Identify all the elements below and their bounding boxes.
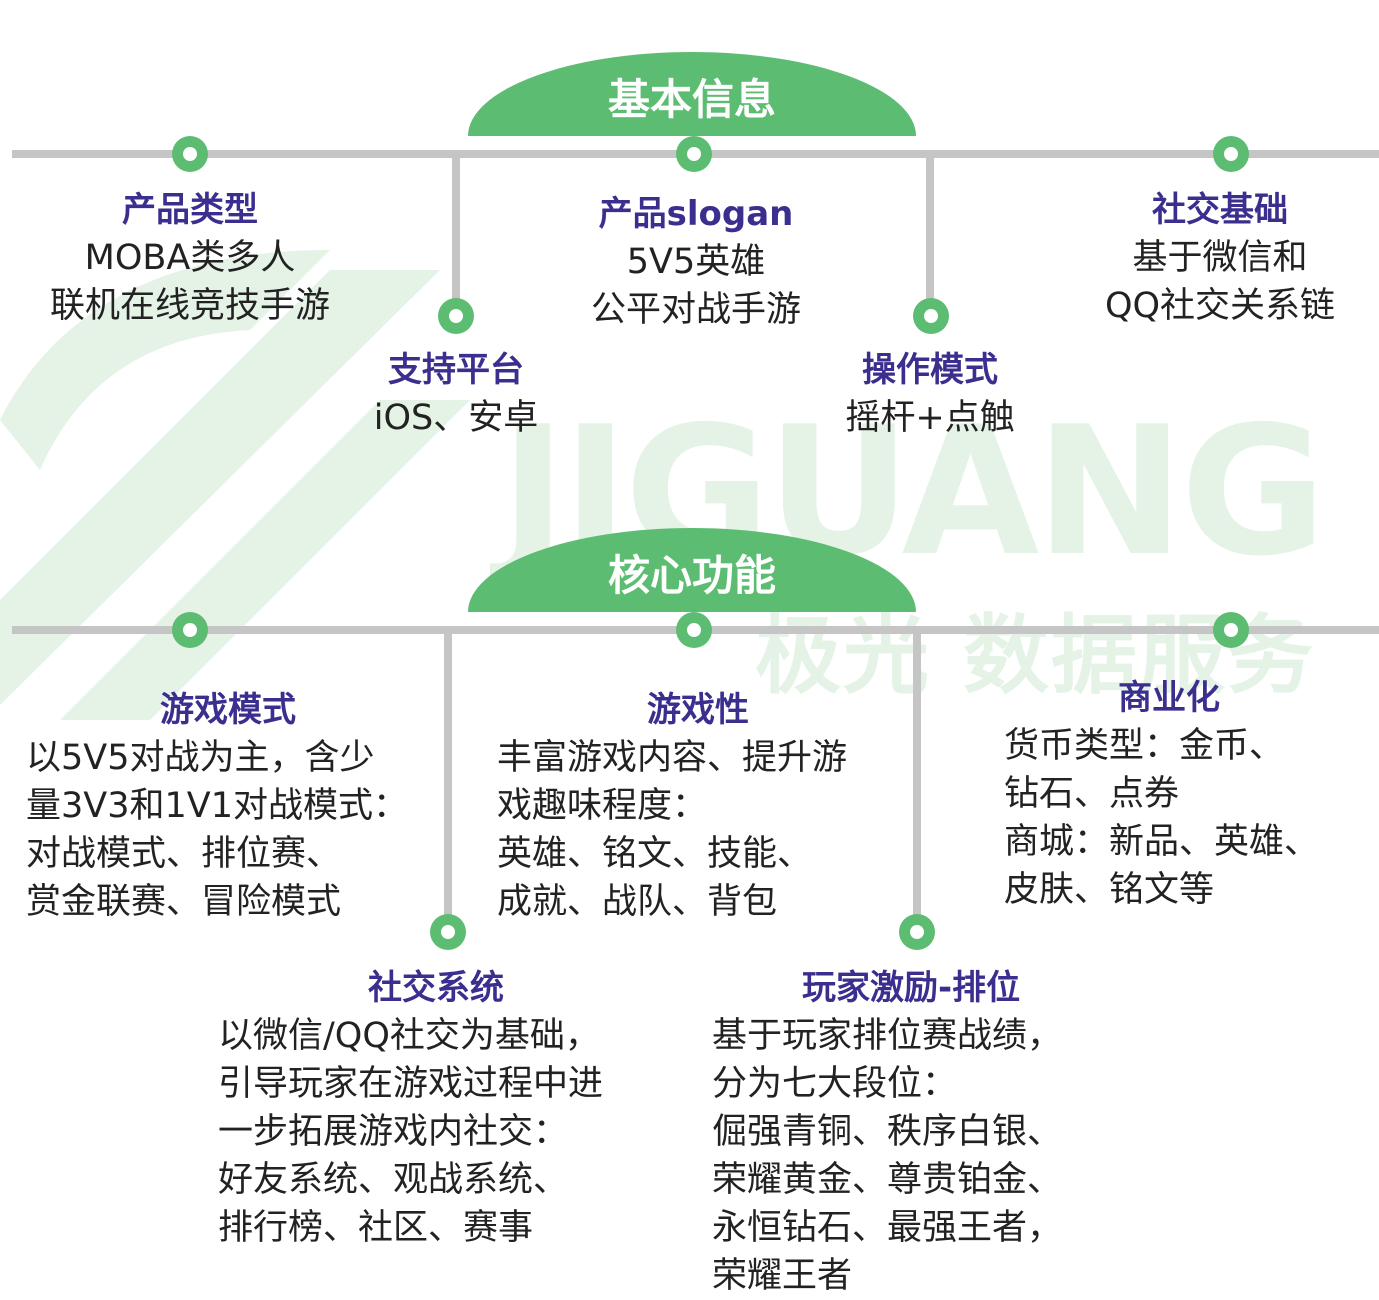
- info-text: iOS、安卓: [373, 398, 539, 438]
- info-text: 摇杆+点触: [845, 398, 1015, 438]
- core-text: 戏趣味程度：: [497, 786, 708, 826]
- core-text: 好友系统、观战系统、: [218, 1160, 569, 1200]
- core-text: 英雄、铭文、技能、: [497, 834, 813, 874]
- info-text: 联机在线竞技手游: [49, 286, 330, 326]
- node-dot-icon: [913, 298, 949, 334]
- node-dot-icon: [676, 136, 712, 172]
- core-text: 一步拓展游戏内社交：: [218, 1112, 569, 1152]
- core-text: 基于玩家排位赛战绩，: [712, 1016, 1063, 1056]
- core-game-mode: 游戏模式 以5V5对战为主，含少 量3V3和1V1对战模式： 对战模式、排位赛、…: [26, 686, 408, 926]
- core-text: 荣耀王者: [712, 1256, 853, 1296]
- core-text: 量3V3和1V1对战模式：: [26, 786, 408, 826]
- core-text: 皮肤、铭文等: [1004, 870, 1215, 910]
- core-text: 货币类型：金币、: [1004, 726, 1285, 766]
- core-text: 分为七大段位：: [712, 1064, 958, 1104]
- info-text: 公平对战手游: [590, 290, 801, 330]
- info-product-type: 产品类型 MOBA类多人 联机在线竞技手游: [0, 186, 380, 330]
- node-dot-icon: [676, 612, 712, 648]
- core-title: 游戏性: [647, 690, 749, 730]
- basic-info-connector: [926, 150, 934, 320]
- node-dot-icon: [172, 136, 208, 172]
- info-control-mode: 操作模式 摇杆+点触: [780, 346, 1080, 442]
- core-title: 游戏模式: [160, 690, 296, 730]
- core-text: 赏金联赛、冒险模式: [26, 882, 342, 922]
- info-slogan: 产品slogan 5V5英雄 公平对战手游: [546, 190, 846, 334]
- node-dot-icon: [1213, 612, 1249, 648]
- info-social-base: 社交基础 基于微信和 QQ社交关系链: [1070, 186, 1370, 330]
- info-platform: 支持平台 iOS、安卓: [306, 346, 606, 442]
- core-text: 引导玩家在游戏过程中进: [218, 1064, 604, 1104]
- node-dot-icon: [899, 914, 935, 950]
- info-title: 社交基础: [1152, 190, 1288, 230]
- info-text: 基于微信和: [1132, 238, 1308, 278]
- core-text: 排行榜、社区、赛事: [218, 1208, 534, 1248]
- core-text: 商城：新品、英雄、: [1004, 822, 1320, 862]
- node-dot-icon: [172, 612, 208, 648]
- info-text: MOBA类多人: [84, 238, 296, 278]
- core-gameplay: 游戏性 丰富游戏内容、提升游 戏趣味程度： 英雄、铭文、技能、 成就、战队、背包: [497, 686, 847, 926]
- core-text: 以5V5对战为主，含少: [26, 738, 375, 778]
- core-title: 社交系统: [368, 968, 504, 1008]
- core-social-system: 社交系统 以微信/QQ社交为基础， 引导玩家在游戏过程中进 一步拓展游戏内社交：…: [218, 964, 603, 1252]
- core-title: 商业化: [1118, 678, 1220, 718]
- core-text: 荣耀黄金、尊贵铂金、: [712, 1160, 1063, 1200]
- info-text: 5V5英雄: [626, 242, 766, 282]
- node-dot-icon: [1213, 136, 1249, 172]
- core-text: 钻石、点券: [1004, 774, 1180, 814]
- core-functions-connector: [913, 626, 921, 926]
- section-basic-info-title: 基本信息: [607, 74, 776, 124]
- info-text: QQ社交关系链: [1104, 286, 1336, 326]
- node-dot-icon: [438, 298, 474, 334]
- info-title: 产品slogan: [598, 194, 794, 234]
- info-title: 操作模式: [862, 350, 998, 390]
- core-text: 永恒钻石、最强王者，: [712, 1208, 1063, 1248]
- node-dot-icon: [430, 914, 466, 950]
- info-title: 产品类型: [122, 190, 258, 230]
- core-text: 以微信/QQ社交为基础，: [218, 1016, 600, 1056]
- core-title: 玩家激励-排位: [802, 968, 1021, 1008]
- info-title: 支持平台: [388, 350, 524, 390]
- core-monetization: 商业化 货币类型：金币、 钻石、点券 商城：新品、英雄、 皮肤、铭文等: [1004, 674, 1319, 914]
- core-player-ranking: 玩家激励-排位 基于玩家排位赛战绩， 分为七大段位： 倔强青铜、秩序白银、 荣耀…: [712, 964, 1062, 1300]
- core-text: 对战模式、排位赛、: [26, 834, 342, 874]
- core-text: 倔强青铜、秩序白银、: [712, 1112, 1063, 1152]
- core-functions-connector: [444, 626, 452, 926]
- section-core-functions-title: 核心功能: [607, 550, 776, 600]
- basic-info-connector: [452, 150, 460, 320]
- core-text: 丰富游戏内容、提升游: [497, 738, 848, 778]
- core-text: 成就、战队、背包: [497, 882, 778, 922]
